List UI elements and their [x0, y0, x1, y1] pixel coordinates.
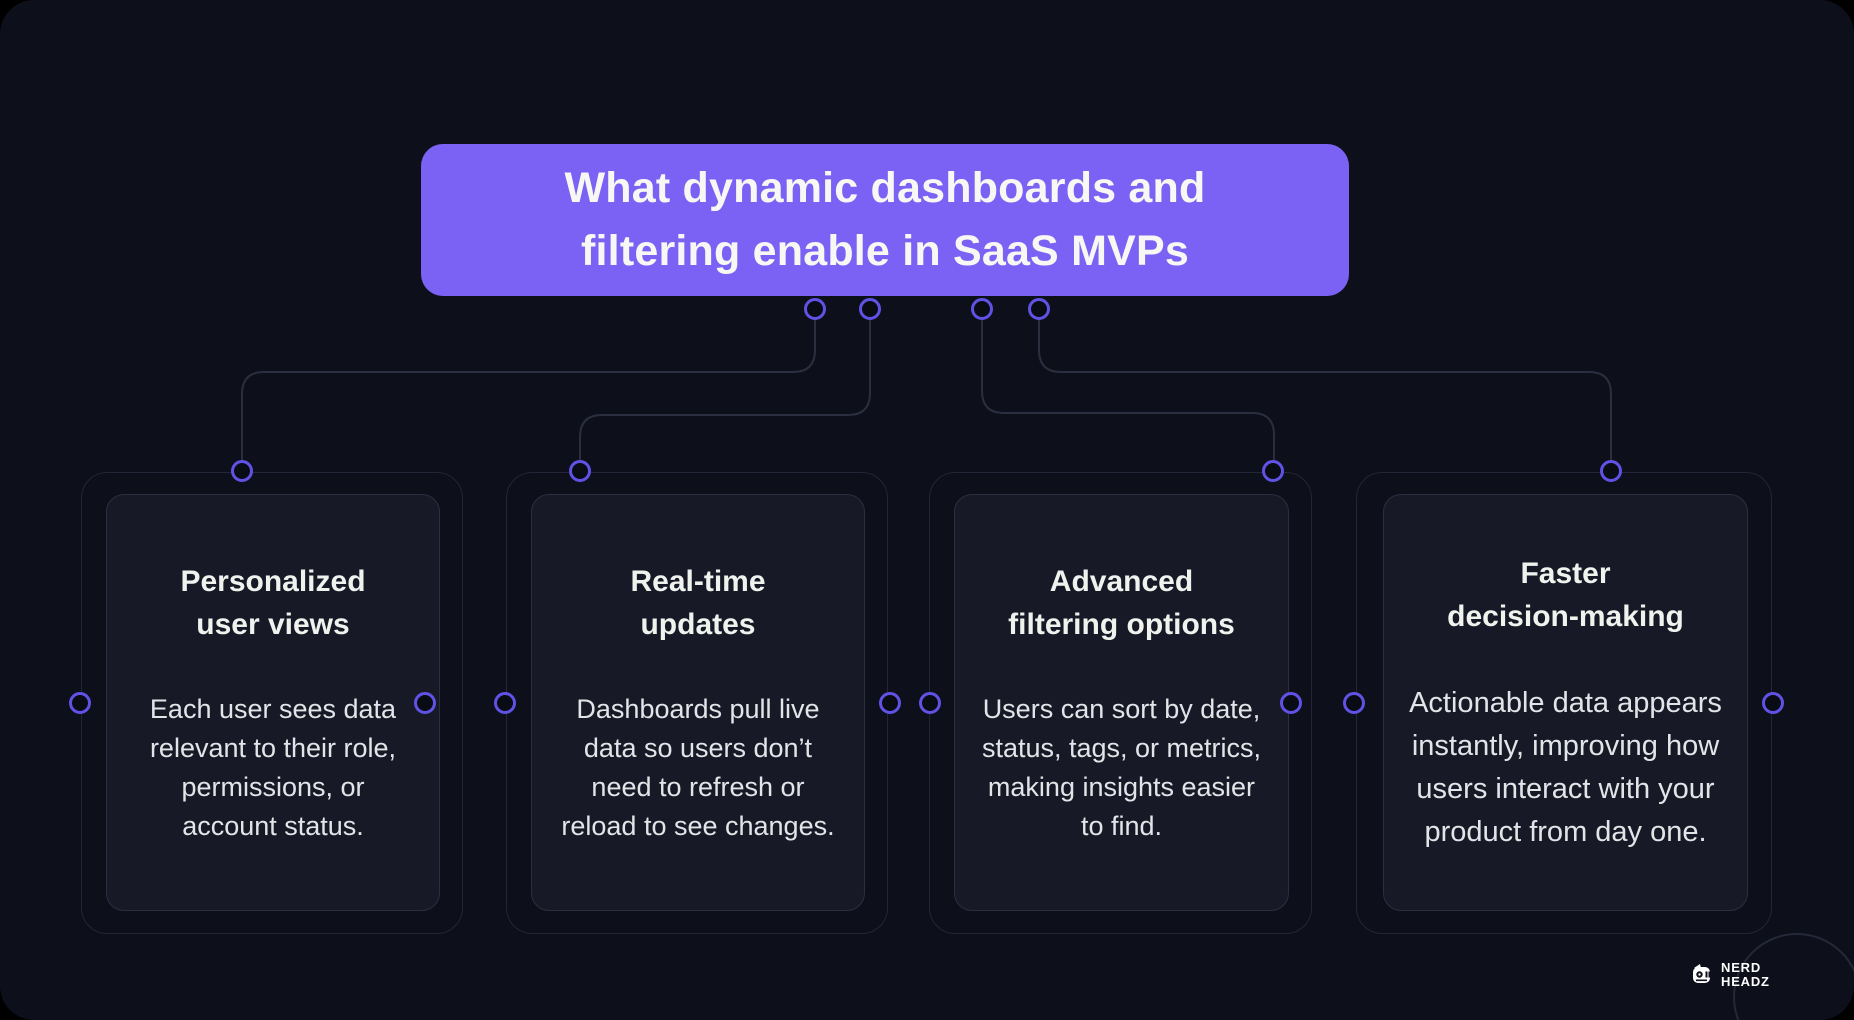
connector-path-card2 — [579, 320, 871, 460]
card-description-line: Actionable data appears — [1409, 686, 1722, 719]
card-title-line: Advanced — [1049, 564, 1194, 598]
card-description: Each user sees data relevant to their ro… — [150, 690, 396, 846]
nerdheadz-logo-icon — [1690, 962, 1716, 988]
card-real-time-updates: Real-time updates Dashboards pull live d… — [506, 472, 888, 934]
card-body-panel: Faster decision-making Actionable data a… — [1383, 494, 1748, 911]
port-header-1 — [804, 298, 826, 320]
connector-path-card1 — [241, 320, 816, 460]
port-card3-top — [1262, 460, 1284, 482]
port-card4-top — [1600, 460, 1622, 482]
card-body-panel: Real-time updates Dashboards pull live d… — [531, 494, 865, 911]
nerdheadz-logo-text: NERD HEADZ — [1721, 961, 1770, 989]
card-description-line: data so users don’t — [583, 732, 813, 763]
card-title-line: filtering options — [1008, 607, 1235, 641]
logo-line: HEADZ — [1721, 974, 1770, 989]
card-description-line: relevant to their role, — [149, 732, 397, 763]
connector-path-card4 — [1038, 320, 1612, 460]
card-title-line: Personalized — [180, 564, 366, 598]
card-description-line: Each user sees data — [149, 693, 397, 724]
card-title: Personalized user views — [180, 560, 365, 646]
port-card1-left — [69, 692, 91, 714]
card-description-line: instantly, improving how — [1411, 729, 1720, 762]
card-description-line: users interact with your — [1416, 772, 1715, 805]
card-description-line: permissions, or — [181, 771, 365, 802]
nerdheadz-logo: NERD HEADZ — [1690, 961, 1770, 989]
card-description-line: status, tags, or metrics, — [981, 732, 1262, 763]
card-description: Actionable data appears instantly, impro… — [1409, 682, 1722, 854]
card-description-line: making insights easier — [987, 771, 1256, 802]
card-faster-decision-making: Faster decision-making Actionable data a… — [1356, 472, 1772, 934]
port-card3-right — [1280, 692, 1302, 714]
header-title-line: filtering enable in SaaS MVPs — [581, 227, 1189, 275]
card-title-line: Faster — [1520, 556, 1611, 590]
card-description-line: Users can sort by date, — [982, 693, 1261, 724]
port-card2-left — [494, 692, 516, 714]
card-description-line: Dashboards pull live — [576, 693, 820, 724]
card-title-line: decision-making — [1447, 599, 1684, 633]
card-description-line: account status. — [182, 810, 364, 841]
port-card4-left — [1343, 692, 1365, 714]
port-card1-right — [414, 692, 436, 714]
port-card1-top — [231, 460, 253, 482]
card-title: Real-time updates — [630, 560, 765, 646]
card-personalized-user-views: Personalized user views Each user sees d… — [81, 472, 463, 934]
port-card4-right — [1762, 692, 1784, 714]
card-description: Users can sort by date, status, tags, or… — [982, 690, 1261, 846]
card-advanced-filtering-options: Advanced filtering options Users can sor… — [929, 472, 1312, 934]
card-description-line: to find. — [1080, 810, 1163, 841]
card-title-line: Real-time — [630, 564, 766, 598]
port-card2-right — [879, 692, 901, 714]
card-title-line: updates — [640, 607, 756, 641]
card-title: Advanced filtering options — [1008, 560, 1235, 646]
card-description-line: product from day one. — [1424, 815, 1707, 848]
card-description-line: reload to see changes. — [561, 810, 835, 841]
card-body-panel: Advanced filtering options Users can sor… — [954, 494, 1289, 911]
connector-path-card3 — [981, 320, 1275, 460]
card-title-line: user views — [196, 607, 350, 641]
port-header-4 — [1028, 298, 1050, 320]
card-body-panel: Personalized user views Each user sees d… — [106, 494, 440, 911]
card-description-line: need to refresh or — [591, 771, 805, 802]
port-header-2 — [859, 298, 881, 320]
port-card2-top — [569, 460, 591, 482]
port-header-3 — [971, 298, 993, 320]
card-title: Faster decision-making — [1447, 552, 1684, 638]
port-card3-left — [919, 692, 941, 714]
header-title-line: What dynamic dashboards and — [564, 164, 1206, 212]
header-title-box: What dynamic dashboards and filtering en… — [421, 144, 1349, 296]
logo-line: NERD — [1721, 960, 1762, 975]
card-description: Dashboards pull live data so users don’t… — [561, 690, 834, 846]
